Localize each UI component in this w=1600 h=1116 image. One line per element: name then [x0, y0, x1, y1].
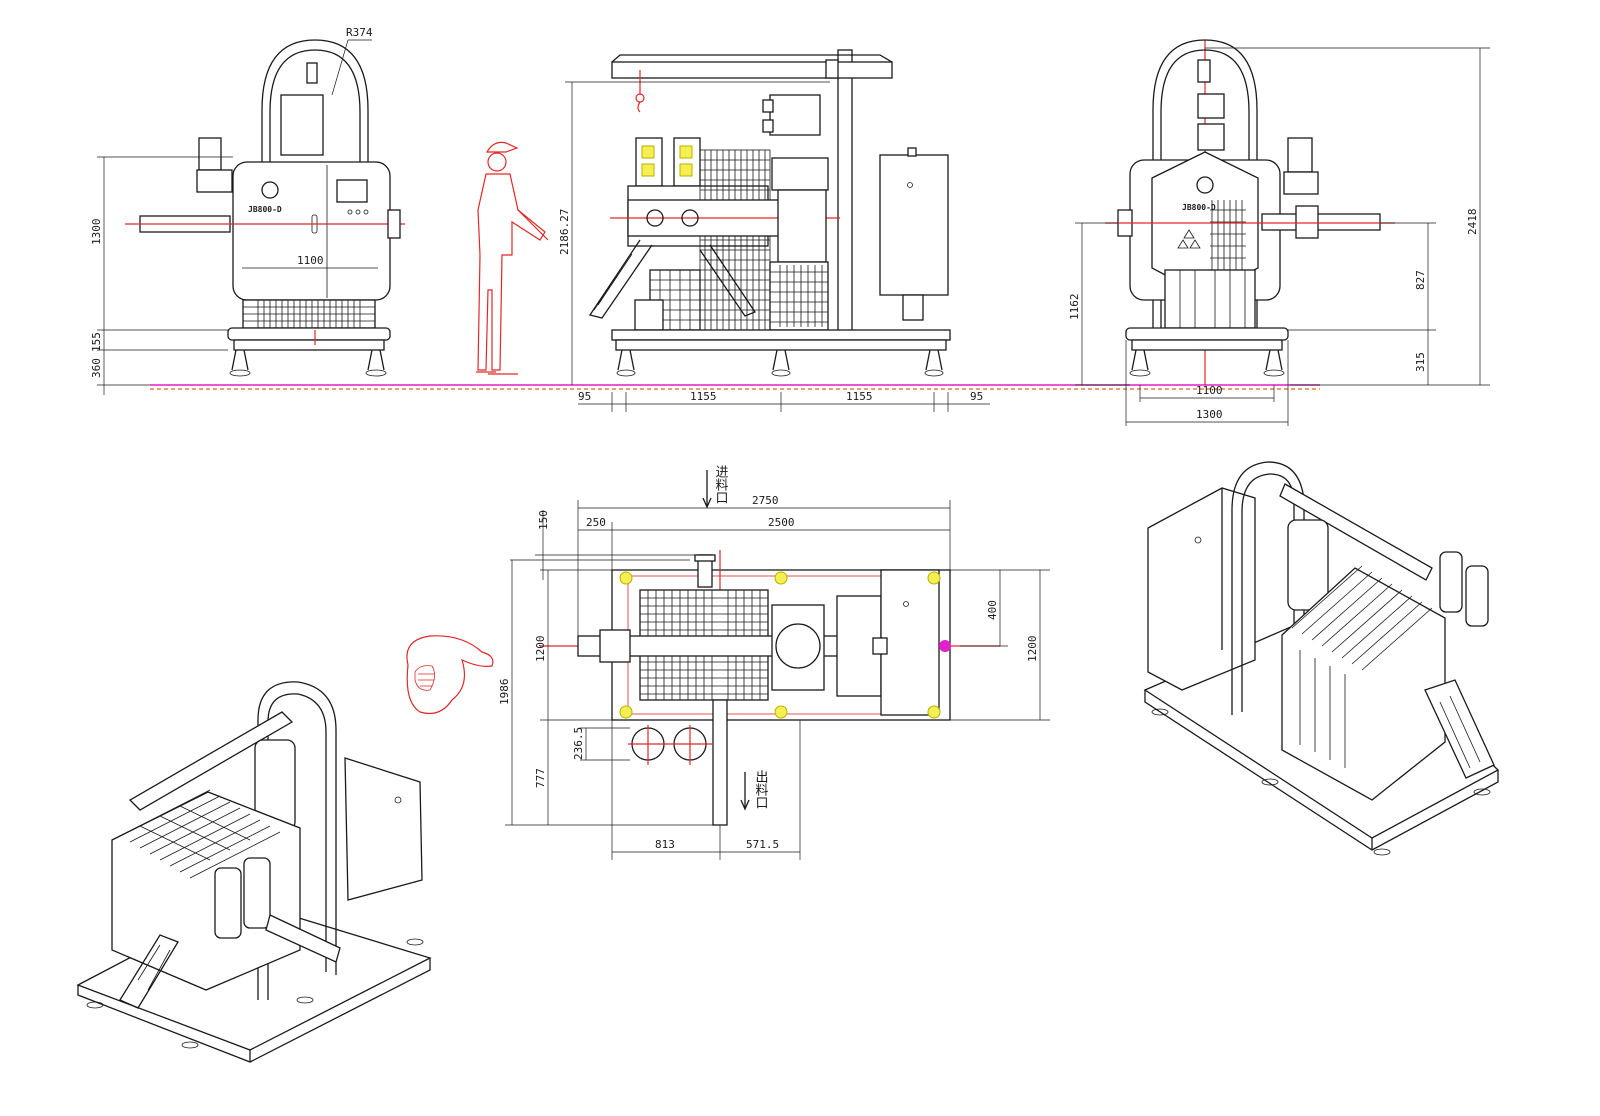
plan-inner-length-dim: 2500 [768, 516, 795, 529]
right-grid-panel [1210, 200, 1246, 300]
ground-line [150, 384, 1320, 390]
plan-bottom-a-dim: 813 [655, 838, 675, 851]
plan-lower-a-dim: 236.5 [572, 727, 585, 760]
plan-right-b-dim: 1200 [1026, 636, 1039, 663]
plan-overall-length-dim: 2750 [752, 494, 779, 507]
plan-right-a-dim: 400 [986, 600, 999, 620]
left-side-view: JB800-D R374 1100 1300 155 360 [90, 26, 405, 395]
right-side-view: JB800-D 2418 1162 827 315 [1068, 39, 1490, 426]
plan-width-dim: 1200 [534, 636, 547, 663]
left-width-dim: 1100 [297, 254, 324, 267]
left-radius-dim: R374 [346, 26, 373, 39]
right-shaft-height-dim: 1162 [1068, 294, 1081, 321]
left-grid-panel [243, 300, 375, 328]
right-overall-height-dim: 2418 [1466, 209, 1479, 236]
plan-left-offset-dim: 250 [586, 516, 606, 529]
plan-view: 进料口 出料口 2750 250 2500 150 1200 1986 777 … [498, 465, 1050, 860]
right-base-inner-dim: 1100 [1196, 384, 1223, 397]
left-base-b-dim: 360 [90, 358, 103, 378]
front-spacing-3: 1155 [846, 390, 873, 403]
right-model-label-main: JB800-D [1182, 203, 1216, 212]
front-spacing-2: 1155 [690, 390, 717, 403]
left-model-label: JB800-D [248, 205, 282, 214]
plan-lower-b-dim: 777 [534, 768, 547, 788]
hand-sketch [406, 635, 494, 715]
isometric-view-left [76, 681, 432, 1063]
discharge-port-label: 出料口 [753, 770, 769, 809]
front-spacing-4: 95 [970, 390, 983, 403]
iso-left-grid [119, 789, 281, 879]
right-lower-dim: 315 [1414, 352, 1427, 372]
isometric-view-right [1143, 461, 1500, 856]
front-view: 2186.27 95 1155 1155 95 [558, 49, 990, 412]
front-spacing-1: 95 [578, 390, 591, 403]
front-grid-upper [699, 149, 771, 331]
left-height-dim: 1300 [90, 219, 103, 246]
left-base-a-dim: 155 [90, 332, 103, 352]
operator-figure [476, 141, 549, 375]
right-base-outer-dim: 1300 [1196, 408, 1223, 421]
iso-right-grid [1291, 565, 1433, 768]
feed-port-label: 进料口 [713, 465, 729, 504]
plan-total-depth-dim: 1986 [498, 679, 511, 706]
front-height-dim: 2186.27 [558, 209, 571, 255]
plan-bottom-b-dim: 571.5 [746, 838, 779, 851]
front-grid-right [770, 265, 828, 327]
right-upper-dim: 827 [1414, 270, 1427, 290]
plan-top-offset-dim: 150 [537, 510, 550, 530]
